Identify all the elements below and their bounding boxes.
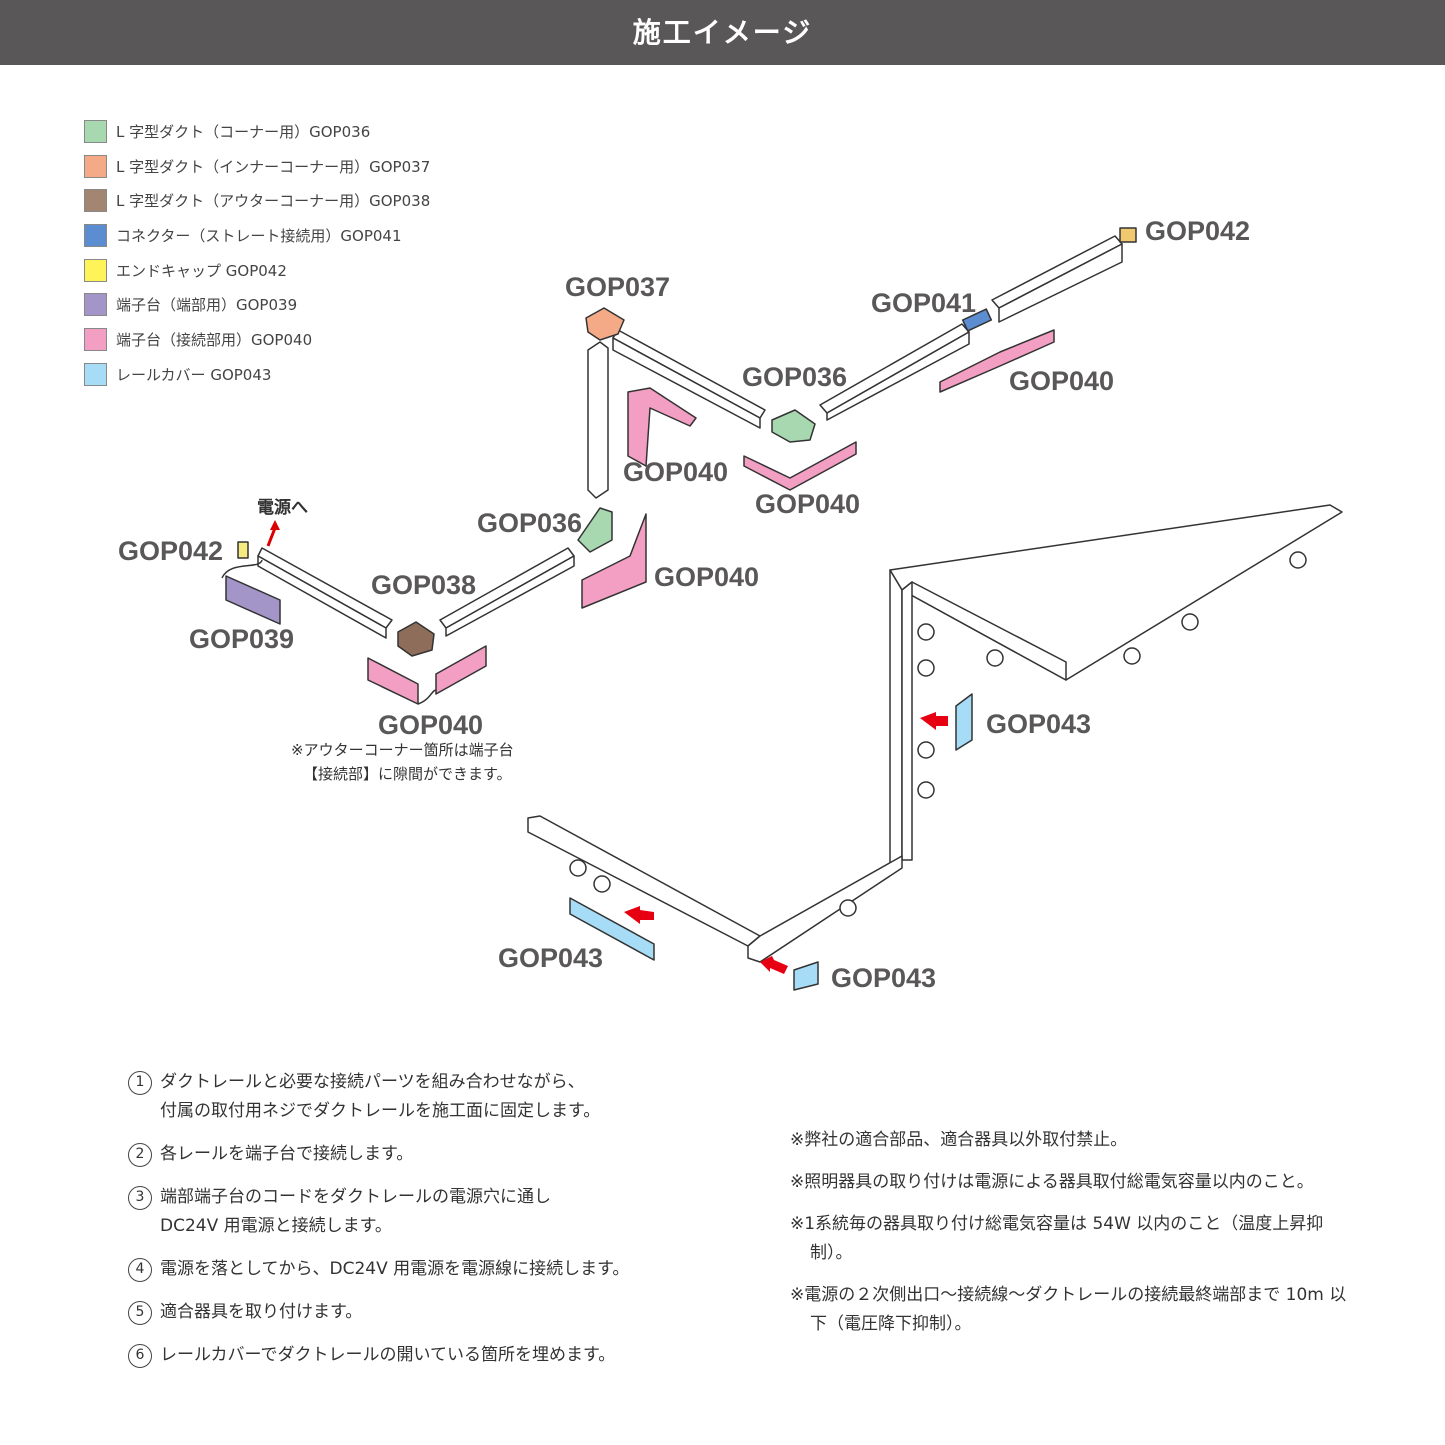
- caution-item: ※照明器具の取り付けは電源による器具取付総電気容量以内のこと。: [790, 1172, 1314, 1192]
- step-item: 3 端部端子台のコードをダクトレールの電源穴に通し DC24V 用電源と接続します。: [128, 1183, 629, 1241]
- installation-steps: 1 ダクトレールと必要な接続パーツを組み合わせながら、付属の取付用ネジでダクトレー…: [128, 1068, 629, 1384]
- gop038-part: [397, 621, 435, 657]
- rail-covers: [569, 693, 973, 991]
- power-label: 電源へ: [257, 498, 308, 518]
- part-label: GOP040: [1009, 366, 1115, 396]
- step-item: 4 電源を落としてから、DC24V 用電源を電源線に接続します。: [128, 1255, 629, 1284]
- legend-swatch: [84, 293, 107, 317]
- step-text: 付属の取付用ネジでダクトレールを施工面に固定します。: [160, 1101, 601, 1121]
- legend-swatch: [84, 362, 107, 386]
- outer-corner-note: 【接続部】に隙間ができます。: [303, 765, 512, 783]
- step-text: 各レールを端子台で接続します。: [160, 1144, 414, 1164]
- part-label: GOP043: [831, 963, 937, 993]
- step-text: 適合器具を取り付けます。: [160, 1302, 363, 1322]
- legend-item: 端子台（接続部用）GOP040: [84, 322, 430, 357]
- legend-item: L 字型ダクト（インナーコーナー用）GOP037: [84, 149, 430, 184]
- step-text: 端部端子台のコードをダクトレールの電源穴に通し: [160, 1187, 551, 1207]
- legend-item: L 字型ダクト（アウターコーナー用）GOP038: [84, 183, 430, 218]
- step-number: 6: [128, 1344, 152, 1368]
- part-label: GOP039: [189, 624, 295, 654]
- legend-swatch: [84, 119, 107, 143]
- part-label: GOP040: [623, 457, 729, 487]
- cautions: ※弊社の適合部品、適合器具以外取付禁止。 ※照明器具の取り付けは電源による器具取…: [790, 1126, 1350, 1352]
- part-label: GOP038: [371, 570, 477, 600]
- corner-parts: [225, 227, 1137, 657]
- step-text: DC24V 用電源と接続します。: [160, 1216, 392, 1236]
- legend-swatch: [84, 189, 107, 213]
- page-title: 施工イメージ: [632, 16, 813, 49]
- step-text: ダクトレールと必要な接続パーツを組み合わせながら、: [160, 1072, 585, 1092]
- step-item: 1 ダクトレールと必要な接続パーツを組み合わせながら、付属の取付用ネジでダクトレー…: [128, 1068, 629, 1126]
- legend-item: エンドキャップ GOP042: [84, 253, 430, 288]
- part-label: GOP041: [871, 288, 977, 318]
- legend-label: エンドキャップ GOP042: [116, 261, 287, 280]
- part-label: GOP040: [755, 489, 861, 519]
- part-label: GOP043: [498, 943, 604, 973]
- part-label: GOP037: [565, 272, 671, 302]
- legend-label: L 字型ダクト（インナーコーナー用）GOP037: [116, 157, 431, 176]
- gop042-part-left: [237, 541, 249, 559]
- caution-item: ※電源の２次側出口～接続線～ダクトレールの接続最終端部まで 10m 以下（電圧降…: [790, 1285, 1347, 1334]
- step-item: 2 各レールを端子台で接続します。: [128, 1140, 629, 1169]
- step-text: 電源を落としてから、DC24V 用電源を電源線に接続します。: [160, 1259, 630, 1279]
- legend-label: コネクター（ストレート接続用）GOP041: [116, 226, 402, 245]
- legend-label: 端子台（端部用）GOP039: [116, 296, 298, 315]
- part-label: GOP036: [742, 362, 848, 392]
- legend-swatch: [84, 327, 107, 351]
- assembled-rails: [527, 504, 1343, 963]
- terminal-blocks: [367, 329, 1055, 705]
- insert-arrows: [624, 712, 948, 974]
- step-text: レールカバーでダクトレールの開いている箇所を埋めます。: [160, 1345, 616, 1365]
- legend-swatch: [84, 154, 107, 178]
- outer-corner-note: ※アウターコーナー箇所は端子台: [291, 741, 514, 759]
- legend: L 字型ダクト（コーナー用）GOP036 L 字型ダクト（インナーコーナー用）G…: [84, 114, 430, 392]
- gop039-part: [225, 575, 281, 625]
- legend-swatch: [84, 223, 107, 247]
- legend-item: 端子台（端部用）GOP039: [84, 287, 430, 322]
- caution-item: ※1系統毎の器具取り付け総電気容量は 54W 以内のこと（温度上昇抑制）。: [790, 1214, 1324, 1263]
- step-number: 2: [128, 1143, 152, 1167]
- gop036-part-lower: [577, 507, 613, 553]
- legend-swatch: [84, 258, 107, 282]
- step-number: 1: [128, 1071, 152, 1095]
- rail-upper-right: [257, 235, 1123, 639]
- gop041-part: [961, 308, 993, 332]
- gop036-part: [771, 409, 816, 443]
- legend-label: 端子台（接続部用）GOP040: [116, 330, 313, 349]
- gop037-part: [585, 307, 625, 341]
- legend-item: レールカバー GOP043: [84, 357, 430, 392]
- legend-label: L 字型ダクト（アウターコーナー用）GOP038: [116, 192, 431, 211]
- step-number: 3: [128, 1186, 152, 1210]
- part-label: GOP040: [378, 710, 484, 740]
- legend-label: レールカバー GOP043: [116, 365, 272, 384]
- part-label: GOP036: [477, 508, 583, 538]
- part-label: GOP042: [1145, 216, 1251, 246]
- step-item: 5 適合器具を取り付けます。: [128, 1298, 629, 1327]
- power-arrow: [266, 527, 277, 547]
- page-header: 施工イメージ: [0, 0, 1445, 65]
- part-label: GOP040: [654, 562, 760, 592]
- step-item: 6 レールカバーでダクトレールの開いている箇所を埋めます。: [128, 1341, 629, 1370]
- spotlights: [569, 551, 1307, 917]
- caution-item: ※弊社の適合部品、適合器具以外取付禁止。: [790, 1130, 1128, 1150]
- legend-item: L 字型ダクト（コーナー用）GOP036: [84, 114, 430, 149]
- step-number: 5: [128, 1301, 152, 1325]
- legend-label: L 字型ダクト（コーナー用）GOP036: [116, 122, 371, 141]
- part-label: GOP042: [118, 536, 224, 566]
- gop042-part: [1119, 227, 1137, 243]
- part-label: GOP043: [986, 709, 1092, 739]
- step-number: 4: [128, 1258, 152, 1282]
- legend-item: コネクター（ストレート接続用）GOP041: [84, 218, 430, 253]
